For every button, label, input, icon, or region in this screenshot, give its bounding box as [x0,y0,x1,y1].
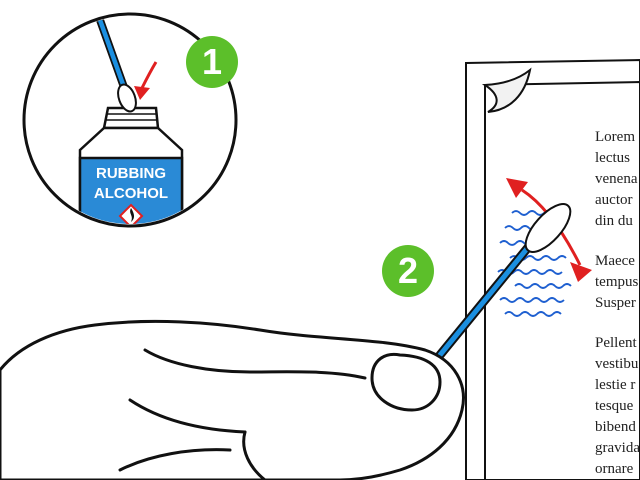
document-line: auctor [595,192,633,208]
document-line: tempus [595,274,639,290]
document-line: lectus [595,150,630,166]
document-line: gravida [595,440,640,456]
step-2-badge: 2 [382,245,434,297]
document-line: din du [595,213,633,229]
bottle-inset [22,12,238,228]
arrow-head-down-icon [570,262,592,282]
paper-curl [481,67,532,113]
document-line: tesque [595,398,634,414]
document-line: vestibu [595,356,639,372]
step-1-badge: 1 [186,36,238,88]
swab-tip [524,203,572,253]
document-line: Susper [595,295,636,311]
arrow-head-up-icon [506,178,528,198]
document-line: Lorem [595,129,635,145]
hand [0,319,465,480]
down-arrow-icon [140,61,158,89]
cotton-swab-dipping [96,16,137,113]
document-line: Maece [595,253,635,269]
document-paper [465,58,640,480]
document-line: ornare [595,461,634,477]
document-line: lestie r [595,377,636,393]
cotton-swab [435,203,572,360]
document-line: venena [595,171,638,187]
document-line: Pellent [595,335,637,351]
alcohol-bottle [78,106,184,224]
document-line: bibend [595,419,636,435]
thumb-nail [370,352,442,412]
flammable-hazard-icon [118,203,144,224]
